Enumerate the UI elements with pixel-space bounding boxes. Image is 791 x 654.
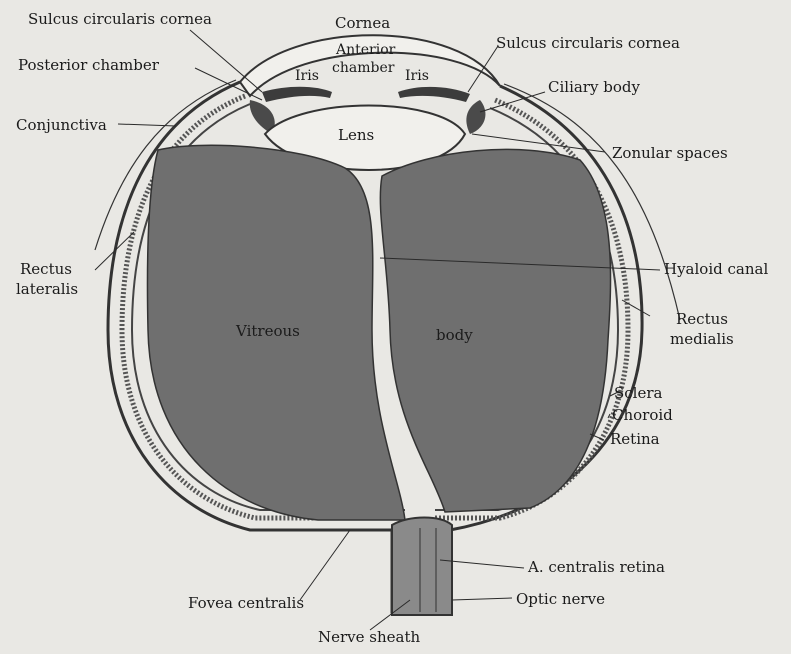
label-body: body (436, 326, 473, 344)
label-sulcus-left: Sulcus circularis cornea (28, 10, 212, 28)
label-iris-right: Iris (405, 68, 429, 84)
iris-left-shape (262, 87, 332, 102)
label-retina: Retina (610, 430, 660, 448)
label-conjunctiva: Conjunctiva (16, 116, 107, 134)
label-ciliary-body: Ciliary body (548, 78, 640, 96)
ciliary-body-right (466, 100, 485, 134)
vitreous-right-lobe (380, 149, 610, 512)
label-rectus-medialis-2: medialis (670, 330, 734, 348)
label-iris-left: Iris (295, 68, 319, 84)
label-a-centralis-retina: A. centralis retina (527, 558, 665, 576)
label-rectus-lateralis-1: Rectus (20, 260, 72, 278)
label-cornea: Cornea (335, 14, 390, 32)
label-zonular-spaces: Zonular spaces (612, 144, 728, 162)
label-optic-nerve: Optic nerve (516, 590, 605, 608)
label-choroid: Choroid (612, 406, 673, 424)
optic-nerve-shape (392, 518, 452, 616)
label-hyaloid-canal: Hyaloid canal (664, 260, 768, 278)
iris-right-shape (398, 87, 470, 102)
label-vitreous: Vitreous (235, 322, 300, 340)
label-rectus-lateralis-2: lateralis (16, 280, 78, 298)
label-rectus-medialis-1: Rectus (676, 310, 728, 328)
label-chamber: chamber (332, 60, 395, 76)
label-nerve-sheath: Nerve sheath (318, 628, 420, 646)
label-sclera: Sclera (614, 384, 663, 402)
label-anterior: Anterior (335, 42, 396, 58)
label-posterior-chamber: Posterior chamber (18, 56, 160, 74)
label-lens: Lens (338, 126, 374, 144)
label-fovea-centralis: Fovea centralis (188, 594, 304, 612)
label-sulcus-right: Sulcus circularis cornea (496, 34, 680, 52)
